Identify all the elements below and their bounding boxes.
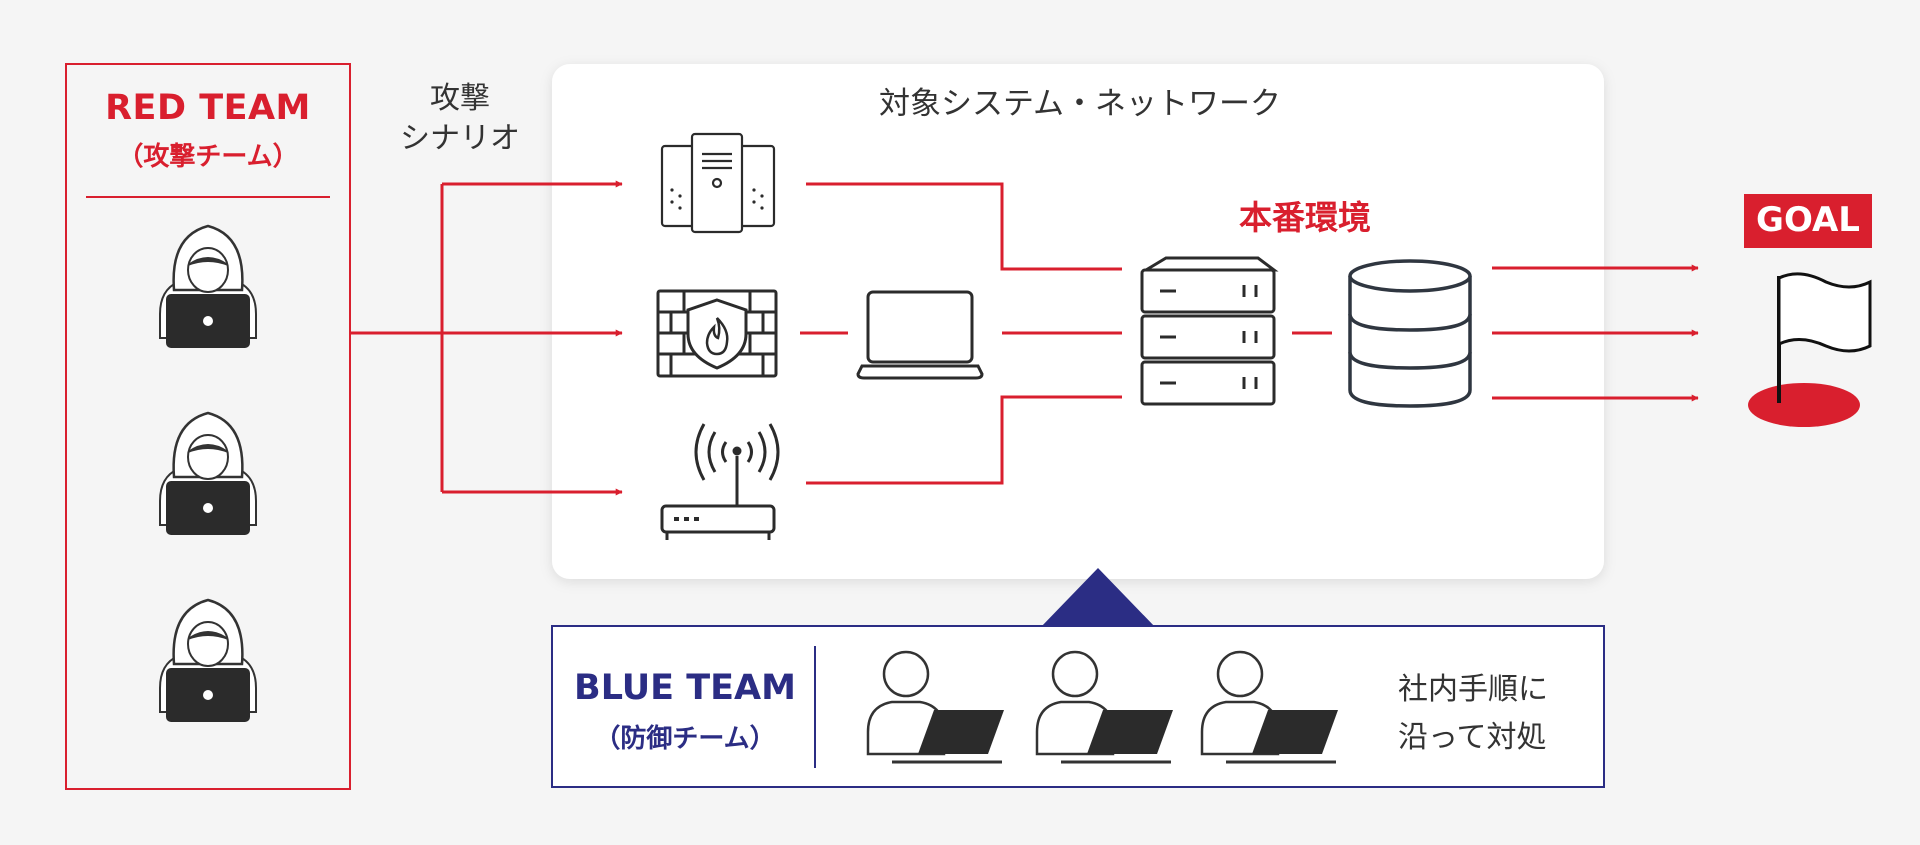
blue-team-note-line2: 沿って対処 <box>1398 720 1547 755</box>
firewall-icon <box>656 289 778 378</box>
red-team-member-2 <box>158 411 258 537</box>
database-icon <box>1348 259 1472 408</box>
red-team-member-1 <box>158 224 258 350</box>
goal-arrows <box>1492 264 1699 402</box>
red-team-subtitle: （攻撃チーム） <box>117 142 299 172</box>
target-system-panel <box>552 64 1604 579</box>
goal-label: GOAL <box>1756 200 1860 240</box>
red-team-title: RED TEAM <box>105 88 311 128</box>
router-icon <box>660 423 780 540</box>
network-connectors <box>800 182 1332 485</box>
attack-scenario-connectors <box>350 180 623 496</box>
blue-team-subtitle: （防御チーム） <box>594 724 776 754</box>
red-team-box <box>65 63 351 790</box>
attack-scenario-label-line2: シナリオ <box>400 121 520 156</box>
attack-scenario-label-line1: 攻撃 <box>430 81 490 116</box>
server-icon <box>660 132 776 234</box>
rack-server-icon <box>1140 256 1279 406</box>
production-environment-label: 本番環境 <box>1239 198 1371 237</box>
goal-flag-icon <box>1748 272 1872 427</box>
blue-team-pointer <box>1040 568 1156 628</box>
blue-team-title: BLUE TEAM <box>574 668 796 708</box>
red-team-member-3 <box>158 598 258 724</box>
goal-badge <box>1744 194 1872 248</box>
blue-team-note-line1: 社内手順に <box>1398 672 1548 707</box>
laptop-icon <box>856 290 984 380</box>
target-system-title: 対象システム・ネットワーク <box>878 86 1282 122</box>
